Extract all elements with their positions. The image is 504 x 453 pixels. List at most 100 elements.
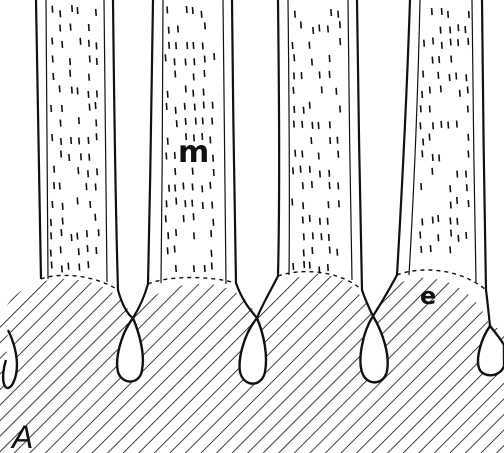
stipple-dash <box>186 85 187 92</box>
stipple-dash <box>304 233 305 240</box>
stipple-dash <box>211 250 212 257</box>
stipple-dash <box>449 74 450 81</box>
stipple-dash <box>302 151 303 158</box>
stipple-dash <box>432 8 433 15</box>
stipple-dash <box>429 134 430 141</box>
stipple-dash <box>201 11 202 18</box>
stipple-dash <box>293 167 294 174</box>
stipple-dash <box>193 73 194 80</box>
stipple-dash <box>185 118 186 125</box>
stipple-dash <box>468 134 469 141</box>
stipple-dash <box>442 8 443 15</box>
stipple-dash <box>203 118 204 125</box>
stipple-dash <box>96 133 97 140</box>
stipple-dash <box>337 249 338 256</box>
stipple-dash <box>72 5 73 12</box>
stipple-dash <box>88 170 89 177</box>
stipple-dash <box>468 105 469 112</box>
stipple-dash <box>331 9 332 16</box>
stipple-dash <box>176 229 177 236</box>
stipple-dash <box>318 122 319 129</box>
stipple-dash <box>457 121 458 128</box>
stipple-dash <box>450 246 451 253</box>
stipple-dash <box>304 261 305 268</box>
stipple-dash <box>59 85 60 92</box>
stipple-dash <box>300 166 301 173</box>
stipple-dash <box>77 233 78 240</box>
stipple-dash <box>168 232 169 239</box>
stipple-dash <box>442 42 443 49</box>
stipple-dash <box>177 120 178 127</box>
stipple-dash <box>319 267 320 274</box>
stipple-dash <box>451 230 452 237</box>
stipple-dash <box>89 24 90 31</box>
stipple-dash <box>175 185 176 192</box>
stipple-dash <box>304 249 305 256</box>
stipple-dash <box>441 85 442 92</box>
stipple-dash <box>330 247 331 254</box>
stipple-dash <box>52 134 53 141</box>
stipple-dash <box>336 88 337 95</box>
stipple-dash <box>78 167 79 174</box>
stipple-dash <box>51 219 52 226</box>
stipple-dash <box>465 26 466 33</box>
stipple-dash <box>457 171 458 178</box>
stipple-dash <box>338 182 339 189</box>
stipple-dash <box>97 90 98 97</box>
stipple-dash <box>319 153 320 160</box>
stipple-dash <box>329 170 330 177</box>
stipple-dash <box>303 217 304 224</box>
stipple-dash <box>213 155 214 162</box>
stipple-dash <box>430 105 431 112</box>
stipple-dash <box>194 58 195 65</box>
stipple-dash <box>88 261 89 268</box>
stipple-dash <box>340 106 341 113</box>
panel-label: A <box>10 419 33 453</box>
stipple-dash <box>204 70 205 77</box>
stipple-dash <box>313 27 314 34</box>
stipple-dash <box>192 183 193 190</box>
stipple-dash <box>312 247 313 254</box>
stipple-dash <box>169 42 170 49</box>
stipple-dash <box>52 201 53 208</box>
stipple-dash <box>203 89 204 96</box>
stipple-dash <box>62 265 63 272</box>
stipple-dash <box>466 74 467 81</box>
stipple-dash <box>421 183 422 190</box>
stipple-dash <box>423 139 424 146</box>
column-3-right-edge <box>357 0 373 316</box>
stipple-dash <box>292 199 293 206</box>
stipple-dash <box>178 26 179 33</box>
stipple-dash <box>293 87 294 94</box>
stipple-dash <box>438 215 439 222</box>
stipple-dash <box>310 102 311 109</box>
stipple-dash <box>80 38 81 45</box>
stipple-dash <box>62 218 63 225</box>
stipple-dash <box>438 72 439 79</box>
stipple-dash <box>96 247 97 254</box>
stipple-dash <box>167 6 168 13</box>
stipple-dash <box>183 183 184 190</box>
stipple-dash <box>310 262 311 269</box>
stipple-dash <box>202 185 203 192</box>
stipple-dash <box>440 27 441 34</box>
stipple-dash <box>338 11 339 18</box>
stipple-dash <box>450 185 451 192</box>
stipple-dash <box>168 138 169 145</box>
stipple-dash <box>295 150 296 157</box>
stipple-dash <box>165 54 166 61</box>
stipple-dash <box>319 71 320 78</box>
stipple-dash <box>62 41 63 48</box>
stipple-dash <box>175 168 176 175</box>
stipple-dash <box>310 166 311 173</box>
column-2-left-edge <box>133 0 153 318</box>
stipple-dash <box>327 218 328 225</box>
stipple-dash <box>68 263 69 270</box>
stipple-dash <box>337 137 338 144</box>
stipple-dash <box>193 42 194 49</box>
stipple-dash <box>71 234 72 241</box>
column-1-right-edge <box>113 0 133 318</box>
stipple-dash <box>433 217 434 224</box>
stipple-dash <box>211 230 212 237</box>
